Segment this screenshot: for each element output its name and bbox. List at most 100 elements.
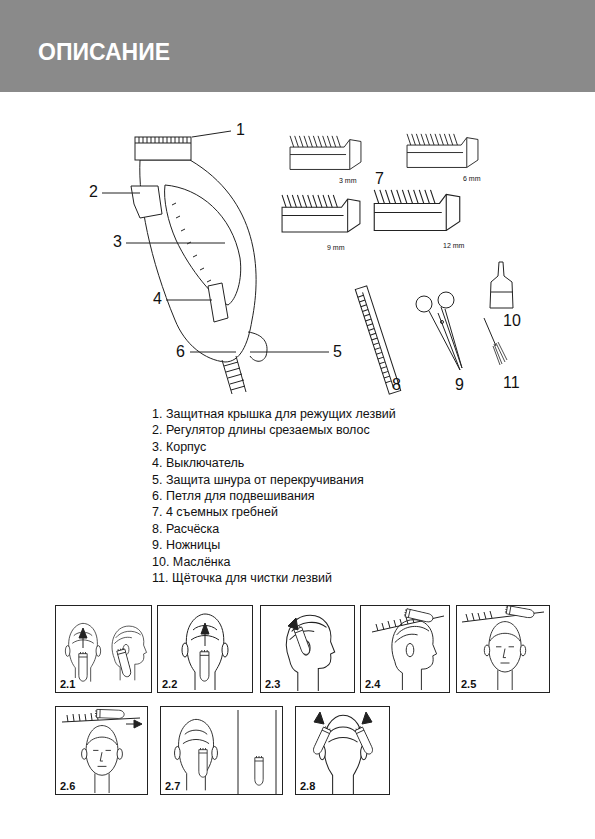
panel-2-7-art — [238, 710, 276, 795]
comb-attachment — [290, 136, 361, 170]
panel-2-1-art — [79, 628, 87, 638]
callout-number: 3 — [113, 233, 122, 251]
panel-2-5-art — [484, 622, 525, 690]
callout-line — [192, 131, 231, 137]
hair-clipper — [131, 186, 162, 218]
panel-2-7-art — [175, 710, 276, 795]
panel-2-6-art — [95, 709, 124, 718]
panel-2-8-art — [319, 715, 367, 794]
page-title: ОПИСАНИЕ — [38, 40, 170, 65]
panel-2-1-art — [79, 652, 87, 681]
comb-attachment — [374, 190, 460, 231]
hair-clipper — [135, 137, 191, 143]
callout-number: 1 — [236, 121, 245, 139]
panel-2-6-art — [95, 709, 124, 718]
callout-line — [166, 300, 212, 301]
panel-number: 2.3 — [263, 678, 282, 690]
panel-2-1-art — [65, 623, 146, 681]
panel-2-2-art — [201, 623, 209, 634]
parts-list-item: 6. Петля для подвешивания — [152, 490, 315, 504]
panel-2-8-art — [312, 726, 332, 756]
parts-list-item: 10. Маслёнка — [152, 556, 230, 570]
panel-number: 2.2 — [160, 678, 179, 690]
parts-list-item: 5. Защита шнура от перекручивания — [152, 474, 364, 488]
cleaning-brush — [484, 318, 496, 346]
panel-2-3-art — [286, 615, 334, 691]
panel-2-7-art — [199, 748, 207, 777]
parts-list-item: 3. Корпус — [152, 441, 206, 455]
callout-line — [102, 193, 140, 194]
panel-2-8-art — [362, 712, 372, 724]
dimension-label: 9 mm — [326, 244, 346, 252]
comb — [355, 286, 400, 394]
comb-attachment — [282, 134, 478, 232]
illustration-panel: 2.5 — [456, 605, 550, 693]
panel-number: 2.6 — [58, 780, 77, 792]
panel-2-4-art — [372, 608, 444, 690]
callout-line — [250, 352, 329, 353]
panel-2-3-art — [286, 615, 334, 691]
panel-2-8-art — [312, 712, 374, 794]
panel-number: 2.7 — [163, 780, 182, 792]
panel-2-8-art — [314, 712, 324, 724]
comb — [355, 286, 400, 394]
panel-2-4-art — [403, 608, 433, 623]
panel-2-2-art — [200, 650, 209, 681]
illustration-panel: 2.6 — [55, 706, 148, 795]
scissors — [416, 296, 432, 312]
panel-2-5-art — [505, 605, 535, 618]
callout-number: 11 — [503, 374, 520, 392]
callout-number: 4 — [153, 290, 162, 308]
illustration-panel: 2.1 — [55, 605, 152, 693]
header-band: ОПИСАНИЕ — [0, 0, 595, 92]
scissors — [429, 307, 462, 370]
oil-bottle — [491, 292, 513, 293]
hair-clipper — [208, 283, 228, 322]
parts-list-item: 8. Расчёска — [152, 523, 219, 537]
dimension-label: 3 mm — [338, 177, 358, 185]
panel-number: 2.5 — [459, 678, 478, 690]
scissors — [416, 292, 462, 370]
panel-2-8-art — [312, 726, 332, 756]
panel-2-2-art — [182, 614, 228, 690]
parts-list-item: 9. Ножницы — [152, 539, 220, 553]
illustration-panel: 2.3 — [260, 605, 355, 693]
panel-2-1-art — [65, 623, 100, 681]
callout-number: 5 — [333, 343, 342, 361]
illustration-panel: 2.8 — [295, 706, 390, 795]
parts-list-item: 4. Выключатель — [152, 457, 244, 471]
illustration-panel: 2.2 — [157, 605, 253, 693]
hair-clipper — [222, 356, 246, 394]
panel-2-1-art — [112, 626, 147, 680]
callout-number: 9 — [455, 376, 464, 394]
panel-number: 2.8 — [298, 780, 317, 792]
comb — [357, 292, 394, 389]
panel-2-6-art — [82, 726, 123, 793]
illustration-panel: 2.4 — [360, 605, 450, 693]
callout-number: 8 — [392, 376, 401, 394]
callout-number: 10 — [503, 312, 521, 330]
dimension-label: 6 mm — [462, 175, 482, 183]
oil-bottle — [490, 262, 513, 308]
illustration-panel: 2.7 — [160, 706, 283, 795]
panel-2-3-art — [288, 618, 298, 630]
panel-2-4-art — [403, 608, 433, 623]
callout-number: 7 — [375, 170, 384, 188]
panel-2-7-art — [255, 756, 263, 785]
callout-line — [126, 243, 225, 244]
parts-list-item: 1. Защитная крышка для режущих лезвий — [152, 408, 396, 422]
hair-clipper — [131, 137, 267, 394]
cleaning-brush — [493, 342, 507, 365]
panel-2-3-art — [293, 625, 311, 655]
panel-2-8-art — [354, 726, 374, 756]
panel-2-4-art — [392, 620, 437, 690]
hair-clipper — [248, 332, 267, 361]
scissors — [438, 292, 454, 308]
panel-2-8-art — [354, 726, 374, 756]
panel-2-1-art — [116, 647, 132, 677]
hair-clipper — [165, 185, 241, 305]
parts-list-item: 11. Щёточка для чистки лезвий — [152, 572, 332, 586]
scissors — [441, 321, 444, 324]
callout-number: 2 — [89, 183, 98, 201]
